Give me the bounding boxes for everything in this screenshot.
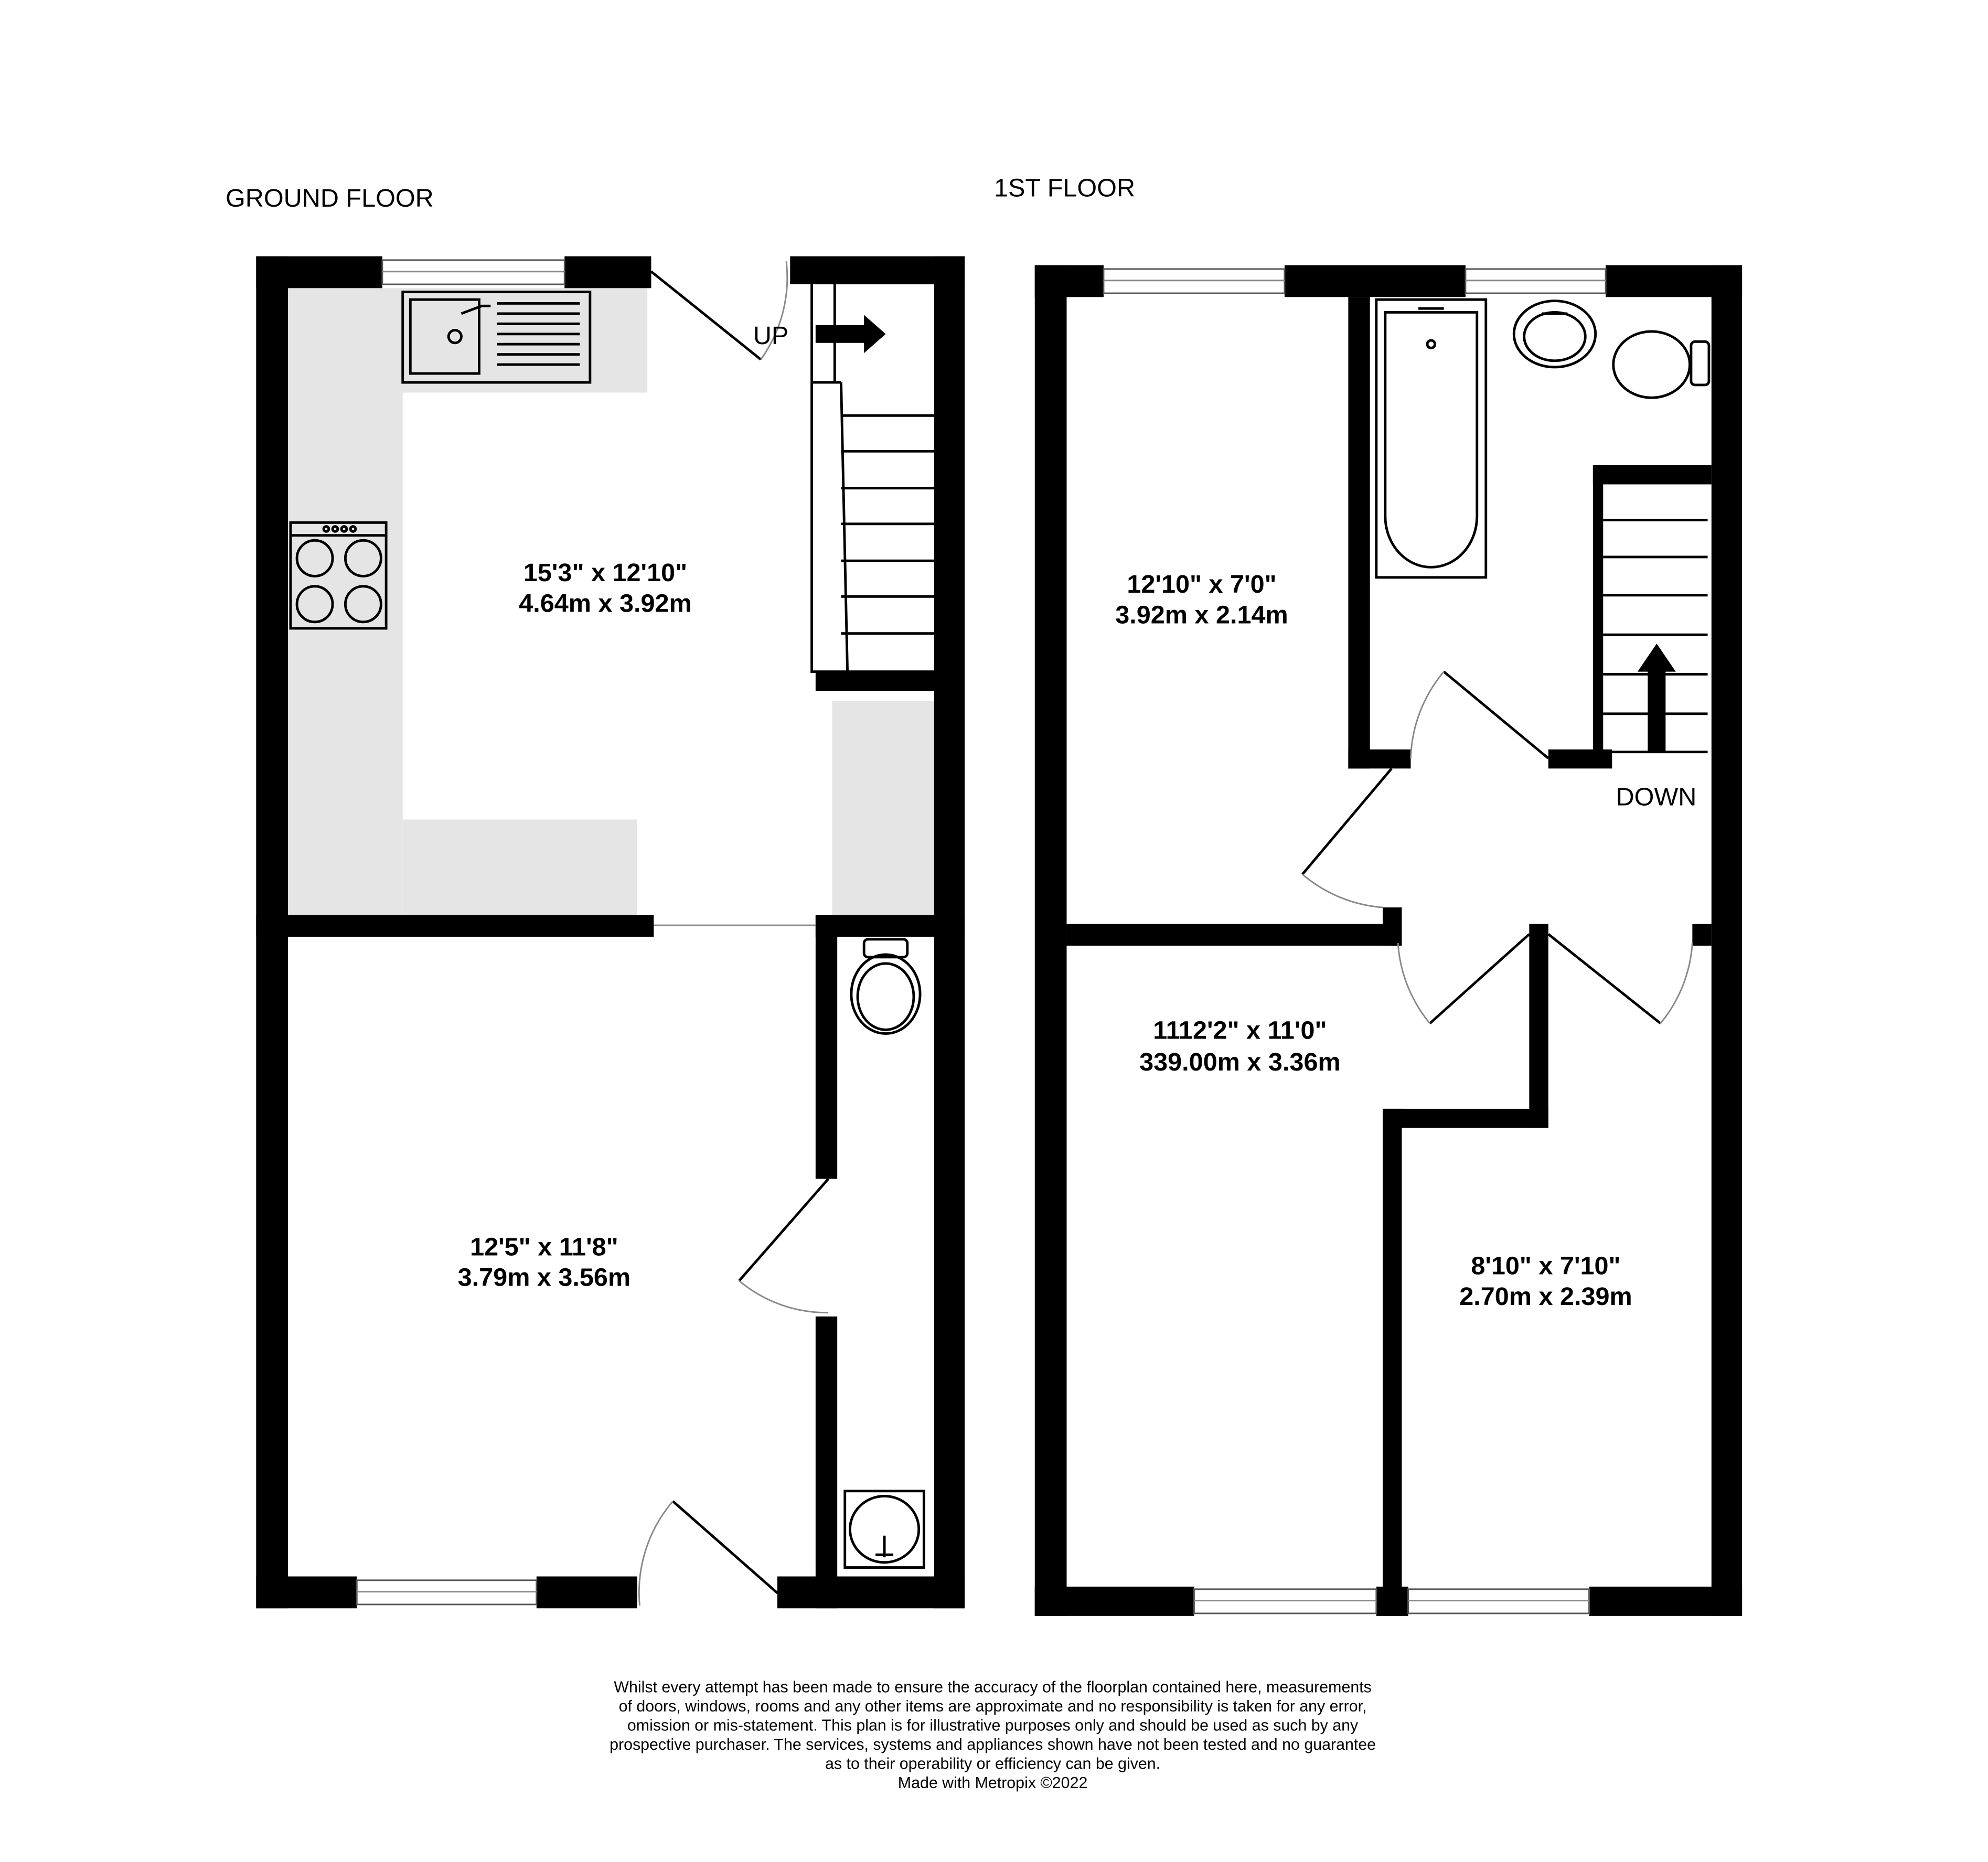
first-floor: 1ST FLOOR [994, 174, 1743, 1616]
first-floor-title: 1ST FLOOR [994, 174, 1135, 202]
staircase: UP [753, 282, 940, 673]
living-room-dimensions-metric: 3.79m x 3.56m [458, 1264, 631, 1292]
disclaimer-line: Whilst every attempt has been made to en… [614, 1679, 1372, 1696]
hob-icon [289, 521, 388, 630]
doors [638, 261, 829, 1606]
bedroom-3-dimensions-metric: 2.70m x 2.39m [1459, 1282, 1632, 1311]
kitchen-dimensions-imperial: 15'3" x 12'10" [523, 559, 687, 587]
stairs-down-label: DOWN [1616, 783, 1697, 811]
disclaimer-line: prospective purchaser. The services, sys… [610, 1736, 1376, 1753]
stairs-arrow-icon [815, 315, 886, 354]
bedroom-2-dimensions-imperial: 1112'2" x 11'0" [1153, 1016, 1327, 1044]
sink-icon [401, 291, 592, 384]
stairs-arrow-icon [1637, 644, 1676, 752]
ground-floor-title: GROUND FLOOR [226, 184, 434, 212]
bathroom-basin-icon [1512, 299, 1597, 369]
disclaimer: Whilst every attempt has been made to en… [610, 1679, 1376, 1792]
washbasin-icon [843, 1490, 925, 1569]
disclaimer-line: as to their operability or efficiency ca… [825, 1755, 1160, 1772]
bathroom-toilet-icon [1612, 330, 1711, 399]
copyright-line: Made with Metropix ©2022 [898, 1774, 1088, 1792]
living-room-dimensions-imperial: 12'5" x 11'8" [470, 1233, 618, 1261]
bedroom-2-dimensions-metric: 339.00m x 3.36m [1139, 1048, 1341, 1076]
doors [1301, 670, 1693, 1025]
walls [256, 256, 965, 1609]
bath-icon [1375, 298, 1488, 579]
kitchen-dimensions-metric: 4.64m x 3.92m [519, 589, 692, 617]
windows [1103, 268, 1607, 1614]
toilet-icon [850, 938, 922, 1035]
bedroom-1-dimensions-metric: 3.92m x 2.14m [1115, 601, 1288, 629]
stairs-up-label: UP [753, 322, 788, 350]
disclaimer-line: of doors, windows, rooms and any other i… [619, 1698, 1367, 1715]
kitchen-counters [288, 288, 934, 915]
bedroom-1-dimensions-imperial: 12'10" x 7'0" [1127, 570, 1276, 598]
ground-floor: GROUND FLOOR [226, 184, 965, 1609]
bedroom-3-dimensions-imperial: 8'10" x 7'10" [1471, 1252, 1620, 1280]
walls [1034, 265, 1743, 1616]
staircase: DOWN [1603, 519, 1708, 811]
windows [356, 259, 565, 1606]
disclaimer-line: omission or mis-statement. This plan is … [627, 1717, 1359, 1735]
